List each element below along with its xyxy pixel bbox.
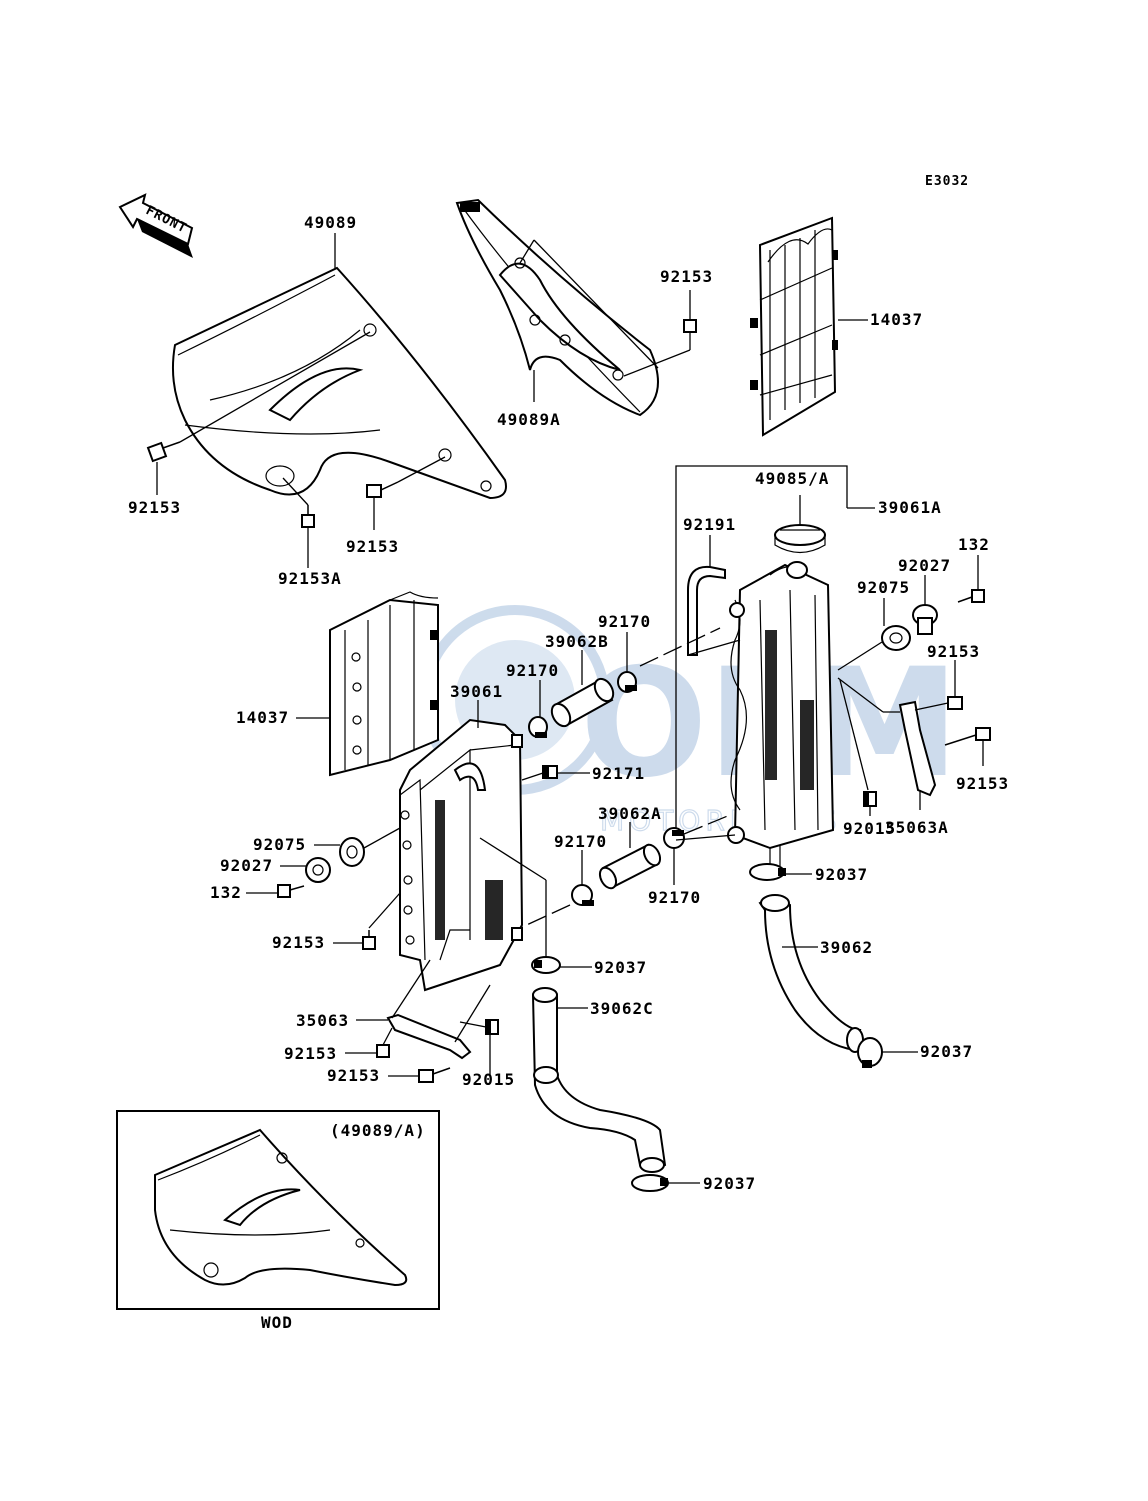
label-clamp-92170-a: 92170 xyxy=(598,612,651,631)
bolt-icon xyxy=(366,456,446,498)
label-hose-39062c: 39062C xyxy=(590,999,654,1018)
bolt-icon xyxy=(957,589,985,603)
label-screen-14037-left: 14037 xyxy=(236,708,289,727)
label-grommet-92075-left: 92075 xyxy=(253,835,306,854)
overflow-tube-icon xyxy=(687,565,726,656)
radiator-left xyxy=(399,718,524,992)
bolt-icon xyxy=(277,884,305,898)
label-bolt-132-left: 132 xyxy=(210,883,242,902)
label-clamp-92037-b: 92037 xyxy=(920,1042,973,1061)
label-clamp-92170-c: 92170 xyxy=(554,832,607,851)
hose-39062a xyxy=(598,843,662,890)
label-clamp-92037-d: 92037 xyxy=(703,1174,756,1193)
bracket-35063a xyxy=(898,700,937,797)
hose-clamp-icon xyxy=(531,956,561,974)
radiator-cap-icon xyxy=(774,524,826,554)
nut-icon xyxy=(485,1019,499,1035)
label-nut-92015-left: 92015 xyxy=(462,1070,515,1089)
label-hose-39062a: 39062A xyxy=(598,804,662,823)
inset-box: (49089/A) xyxy=(116,1110,440,1310)
label-bolt-92153-g: 92153 xyxy=(284,1044,337,1063)
label-bolt-92153-a: 92153 xyxy=(128,498,181,517)
label-clamp-92037-c: 92037 xyxy=(594,958,647,977)
label-nut-92015-right: 92015 xyxy=(843,819,896,838)
hose-clamp-icon xyxy=(571,884,594,906)
label-bolt-132-right: 132 xyxy=(958,535,990,554)
bolt-icon xyxy=(146,331,371,463)
inset-title: (49089/A) xyxy=(330,1121,426,1140)
grommet-icon xyxy=(339,837,365,867)
label-radiator-39061a: 39061A xyxy=(878,498,942,517)
label-collar-92027-right: 92027 xyxy=(898,556,951,575)
cap-icon xyxy=(542,765,558,779)
label-bracket-35063a: 35063A xyxy=(885,818,949,837)
label-cap-49085a: 49085/A xyxy=(755,469,829,488)
label-clamp-92170-b: 92170 xyxy=(506,661,559,680)
hose-clamp-icon xyxy=(663,827,685,849)
hose-39062c xyxy=(531,987,667,1173)
bolt-icon xyxy=(623,319,697,377)
label-grommet-92075-right: 92075 xyxy=(857,578,910,597)
label-hose-39062b: 39062B xyxy=(545,632,609,651)
label-bolt-92153-h: 92153 xyxy=(327,1066,380,1085)
front-arrow-icon: FRONT xyxy=(118,193,194,258)
bolt-icon xyxy=(947,696,963,710)
label-bolt-92153-e: 92153 xyxy=(956,774,1009,793)
hose-39062 xyxy=(758,894,864,1053)
hose-39062b xyxy=(550,677,615,728)
screen-14037-left xyxy=(329,591,439,777)
label-bolt-92153-d: 92153 xyxy=(927,642,980,661)
label-clamp-92170-d: 92170 xyxy=(648,888,701,907)
nut-icon xyxy=(863,791,877,807)
shroud-49089a xyxy=(455,198,659,417)
hose-clamp-icon xyxy=(749,863,786,881)
label-shroud-49089a: 49089A xyxy=(497,410,561,429)
diagram-ref: E3032 xyxy=(925,174,969,189)
label-collar-92027-left: 92027 xyxy=(220,856,273,875)
label-shroud-49089: 49089 xyxy=(304,213,357,232)
hose-clamp-icon xyxy=(631,1174,669,1192)
bolt-icon xyxy=(282,477,315,528)
label-bolt-92153-f: 92153 xyxy=(272,933,325,952)
radiator-right xyxy=(727,561,835,871)
collar-icon xyxy=(912,604,938,635)
bolt-icon xyxy=(362,930,376,950)
label-bolt-92153-b: 92153 xyxy=(346,537,399,556)
label-bolt-92153-c: 92153 xyxy=(660,267,713,286)
label-hose-39062: 39062 xyxy=(820,938,873,957)
label-bracket-35063: 35063 xyxy=(296,1011,349,1030)
hose-clamp-icon xyxy=(617,671,637,693)
bolt-icon xyxy=(418,1067,451,1083)
label-bolt-92153a: 92153A xyxy=(278,569,342,588)
bolt-icon xyxy=(376,1044,390,1058)
shroud-49089 xyxy=(172,266,507,500)
bracket-35063 xyxy=(386,1013,472,1060)
grommet-icon xyxy=(881,625,911,651)
label-cap-92171: 92171 xyxy=(592,764,645,783)
hose-clamp-icon xyxy=(857,1037,883,1068)
hose-clamp-icon xyxy=(528,716,548,738)
label-radiator-39061: 39061 xyxy=(450,682,503,701)
label-tube-92191: 92191 xyxy=(683,515,736,534)
inset-shroud xyxy=(154,1128,408,1287)
screen-14037-top xyxy=(750,216,838,437)
collar-icon xyxy=(305,857,331,883)
inset-caption: WOD xyxy=(261,1313,293,1332)
label-clamp-92037-a: 92037 xyxy=(815,865,868,884)
label-screen-14037-top: 14037 xyxy=(870,310,923,329)
